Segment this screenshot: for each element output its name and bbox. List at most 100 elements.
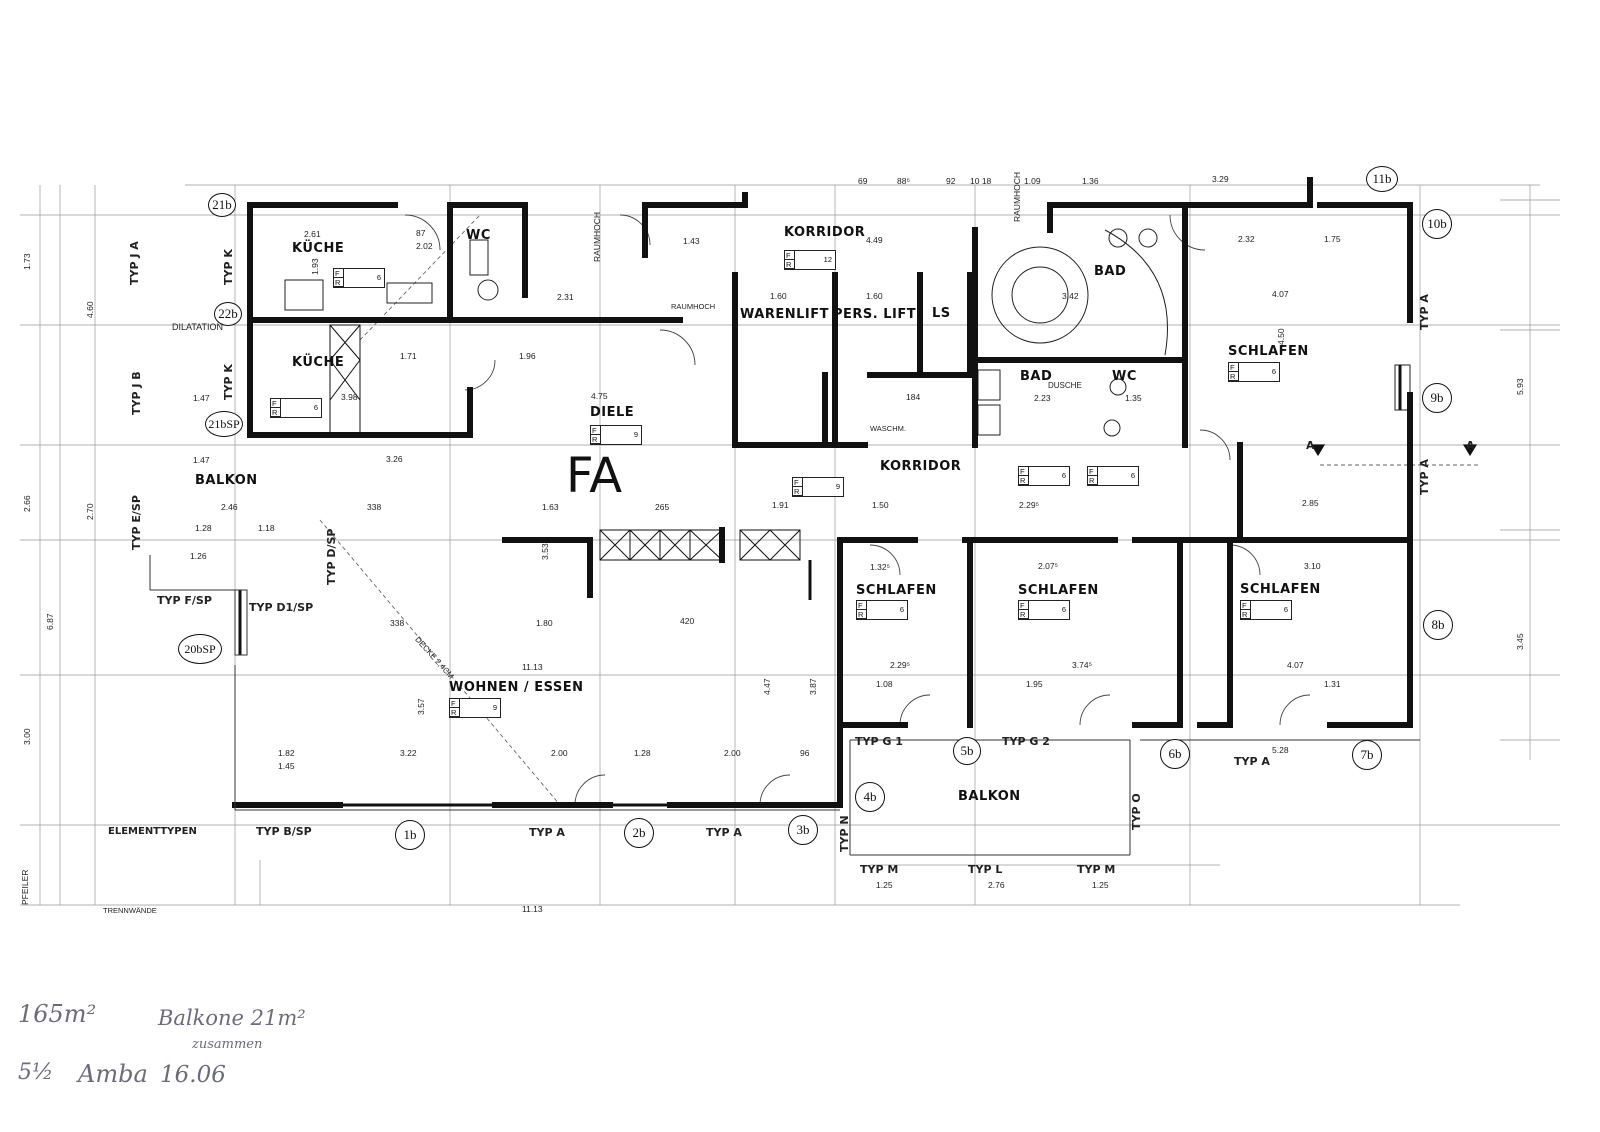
dimension: 1.25 (876, 880, 893, 890)
dimension: 1.93 (310, 258, 320, 275)
dimension: 1.35 (1125, 393, 1142, 403)
element-type: TYP A (1234, 755, 1270, 768)
dusche-label: DUSCHE (1048, 381, 1082, 390)
dimension: 1.95 (1026, 679, 1043, 689)
element-type: TYP D1/SP (249, 601, 314, 614)
dimension: 2.02 (416, 241, 433, 251)
dimension: 1.09 (1024, 176, 1041, 186)
dimension: 4.07 (1287, 660, 1304, 670)
axis-marker: 2b (624, 818, 654, 848)
dimension: 1.47 (193, 455, 210, 465)
room-schlafen-2: SCHLAFEN (1018, 583, 1099, 598)
dimension: 1.96 (519, 351, 536, 361)
dimension: 3.29 (1212, 174, 1229, 184)
element-type: TYP K (222, 249, 235, 285)
axis-marker: 10b (1422, 209, 1452, 239)
element-type: TYP O (1130, 793, 1143, 830)
room-bad-south: BAD (1020, 369, 1053, 384)
room-schlafen-1: SCHLAFEN (856, 583, 937, 598)
section-mark-left: A (1306, 439, 1315, 452)
axis-marker: 22b (214, 302, 242, 326)
element-type: TYP M (860, 863, 899, 876)
element-type: TYP K (222, 364, 235, 400)
dimension: 420 (680, 616, 695, 626)
axis-marker: 6b (1160, 739, 1190, 769)
dimension: 11.13 (522, 662, 543, 672)
handwritten-room-count: 5½ (18, 1060, 54, 1085)
dimension: 1.82 (278, 748, 295, 758)
dimension: 4.50 (1276, 328, 1286, 345)
dimension: 1.28 (634, 748, 651, 758)
raumhoch-label: RAUMHOCH (1012, 171, 1022, 222)
dimension: 2.07⁵ (1038, 561, 1059, 571)
room-schlafen-northeast: SCHLAFEN (1228, 344, 1309, 359)
dimension: 2.29⁵ (890, 660, 911, 670)
raumhoch-label: RAUMHOCH (592, 211, 602, 262)
axis-marker: 5b (953, 737, 981, 765)
dimension: 3.22 (400, 748, 417, 758)
dimension: 1.45 (278, 761, 295, 771)
dimension: 2.00 (551, 748, 568, 758)
axis-marker: 20bSP (178, 634, 222, 664)
room-wc-east: WC (1112, 369, 1137, 384)
dimension: 11.13 (522, 904, 543, 914)
element-types-legend: ELEMENTTYPEN (108, 826, 197, 837)
dimension: 3.87 (808, 678, 818, 695)
room-wohnen-essen: WOHNEN / ESSEN (449, 680, 584, 695)
dimension: 3.53 (540, 543, 550, 560)
dimension: 1.60 (866, 291, 883, 301)
dimension: 3.98 (341, 392, 358, 402)
element-type: TYP A (706, 826, 742, 839)
dimension: 69 (858, 176, 868, 186)
room-kueche-upper: KÜCHE (292, 241, 345, 256)
dimension: 1.73 (22, 253, 32, 270)
handwritten-area: 165m² (18, 1000, 97, 1028)
dimension: 1.32⁵ (870, 562, 891, 572)
dimension: 1.60 (770, 291, 787, 301)
axis-marker: 21b (208, 193, 236, 217)
dimension: 338 (390, 618, 405, 628)
dimension: 2.46 (221, 502, 238, 512)
dimension: 87 (416, 228, 426, 238)
dimension: 1.26 (190, 551, 207, 561)
room-warenlift: WARENLIFT (740, 307, 829, 322)
dimension: 3.00 (22, 728, 32, 745)
room-korridor-middle: KORRIDOR (880, 459, 962, 474)
dimension: 1.08 (876, 679, 893, 689)
dimension: 3.57 (416, 698, 426, 715)
axis-marker: 7b (1352, 740, 1382, 770)
dimension: 5.93 (1515, 378, 1525, 395)
room-balkon-south: BALKON (958, 789, 1021, 804)
dimension: 3.45 (1515, 633, 1525, 650)
element-type: TYP A (529, 826, 565, 839)
dimension: 4.47 (762, 678, 772, 695)
element-type: TYP M (1077, 863, 1116, 876)
section-mark-right: A (1466, 439, 1475, 452)
dimension: 92 (946, 176, 956, 186)
handwritten-balconies: Balkone 21m² (158, 1006, 306, 1030)
element-type: TYP D/SP (325, 528, 338, 586)
dimension: 1.36 (1082, 176, 1099, 186)
element-type: TYP B/SP (256, 825, 312, 838)
axis-marker: 1b (395, 820, 425, 850)
dimension: 1.47 (193, 393, 210, 403)
dimension: 1.25 (1092, 880, 1109, 890)
element-type: TYP E/SP (130, 495, 143, 550)
room-kueche-lower: KÜCHE (292, 355, 345, 370)
room-wc-west: WC (466, 228, 491, 243)
room-bad-north: BAD (1094, 264, 1127, 279)
dilatation-label: DILATATION (172, 322, 224, 332)
handwritten-zusammen: zusammen (192, 1037, 263, 1052)
plan-mark: FA (566, 448, 623, 504)
element-type: TYP G 1 (855, 735, 903, 748)
